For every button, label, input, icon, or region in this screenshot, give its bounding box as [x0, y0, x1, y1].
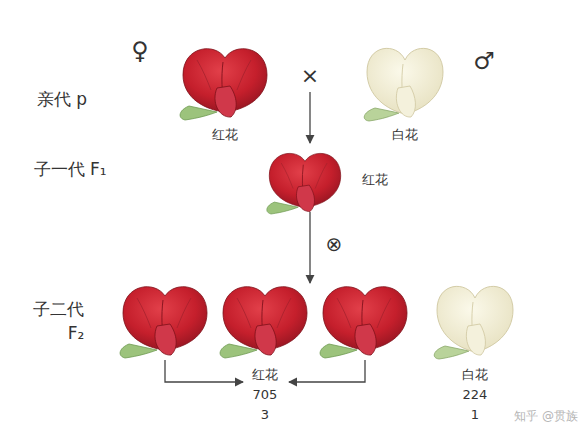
- flower-caption: 白花: [392, 128, 418, 143]
- watermark: 知乎 @贯族: [514, 410, 578, 424]
- sex-symbol: ♀: [131, 38, 149, 66]
- count-number: 1: [471, 408, 479, 423]
- flower-caption: 红花: [212, 128, 238, 143]
- flower-node: 白花 224 1: [428, 283, 523, 423]
- generation-label: 子二代: [33, 300, 84, 320]
- count-number: 705: [253, 388, 278, 403]
- generation-label: 亲代 p: [37, 90, 87, 110]
- flower-node: 红花: [178, 40, 273, 150]
- cross-symbol: ×: [301, 63, 319, 88]
- sex-symbol: ♂: [473, 48, 495, 76]
- flower-caption: 白花: [462, 368, 488, 383]
- flower-node: 白花: [358, 40, 453, 150]
- generation-arrow: [309, 212, 310, 283]
- flower-caption: 红花: [252, 368, 278, 383]
- count-number: 224: [463, 388, 488, 403]
- flower-node: 红花: [262, 145, 402, 212]
- generation-label: 子一代 F₁: [34, 160, 107, 180]
- generation-label: F₂: [68, 324, 85, 344]
- flower-node: 红花 705 3: [215, 283, 320, 423]
- count-number: 3: [261, 408, 269, 423]
- selfing-symbol: ⊗: [326, 233, 343, 256]
- flower-caption: 红花: [362, 173, 388, 188]
